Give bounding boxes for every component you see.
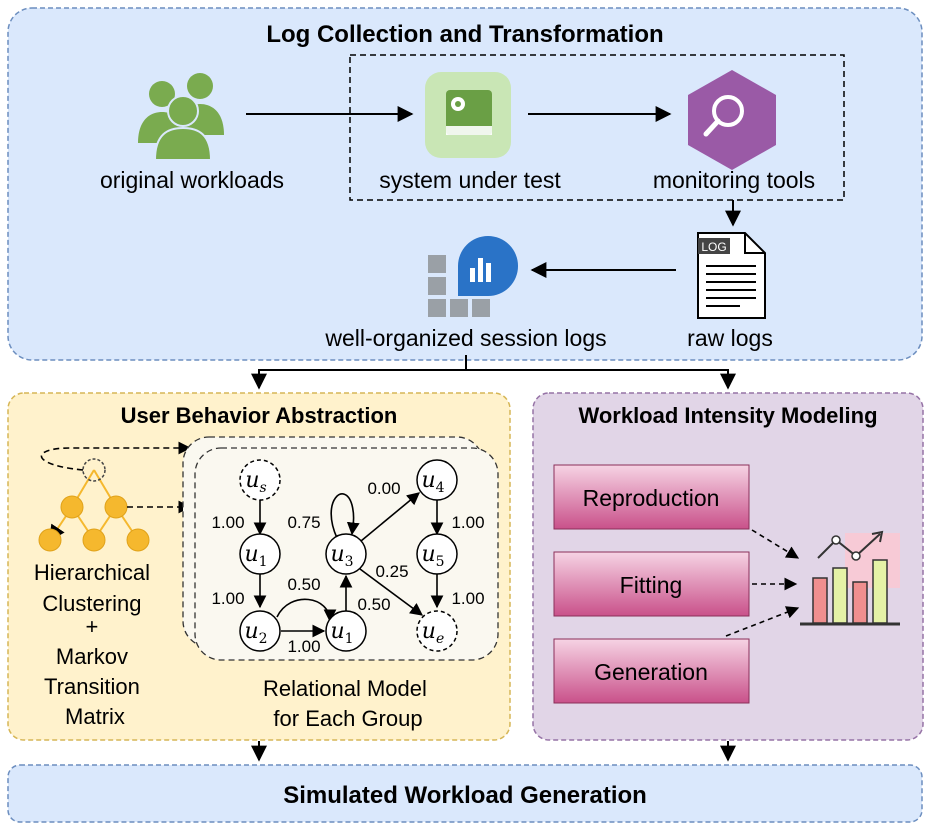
weight-u4-u5: 1.00 [451,513,484,532]
arrow-split-right [466,369,736,390]
session-logs-icon [428,235,519,317]
node-u1-second: u1 [325,610,367,652]
svg-text:us: us [245,468,266,496]
node-u3: u3 [325,533,367,575]
monitoring-tools-label: monitoring tools [653,167,815,193]
raw-logs-badge: LOG [701,240,726,254]
edge-u3-u4 [360,492,420,542]
arrow-split [251,355,467,390]
raw-logs-label: raw logs [687,325,773,351]
node-u1: u1 [239,533,281,575]
relational-caption: Relational Model for Each Group [263,676,433,731]
tree-to-model-arrow-top [40,441,192,471]
user-behavior-title: User Behavior Abstraction [121,403,398,428]
raw-logs-icon: LOG [697,232,766,319]
system-under-test-icon [425,72,511,158]
weight-us-u1: 1.00 [211,513,244,532]
svg-text:ue: ue [422,619,444,647]
node-u5: u5 [416,533,458,575]
svg-text:Reproduction: Reproduction [583,485,720,511]
generation-box: Generation [553,638,750,704]
simulated-title: Simulated Workload Generation [283,782,647,809]
workload-intensity-title: Workload Intensity Modeling [578,403,877,428]
simulated-panel [7,764,923,823]
system-under-test-label: system under test [379,167,561,193]
weight-u5-ue: 1.00 [451,589,484,608]
svg-text:u4: u4 [421,468,444,496]
edge-u3-ue [359,568,424,616]
node-u2: u2 [239,610,281,652]
people-icon [138,73,224,161]
fitting-box: Fitting [553,551,750,617]
method-label: Hierarchical Clustering + Markov Transit… [34,560,156,729]
edge-u2-u1 [276,598,337,623]
arrow-generation-to-chart [725,606,800,637]
svg-text:u2: u2 [244,619,267,647]
svg-text:Generation: Generation [594,659,708,685]
weight-u3-ue: 0.25 [375,562,408,581]
weight-u1-u2: 1.00 [211,589,244,608]
system-group-box [349,54,845,201]
log-collection-title: Log Collection and Transformation [266,21,663,48]
analytics-chart-icon [800,530,900,626]
svg-text:u1: u1 [330,619,353,647]
edge-u3-self [330,493,360,539]
monitoring-tools-icon [688,70,776,170]
node-u4: u4 [416,459,458,501]
svg-text:u1: u1 [244,542,267,570]
weight-u2-u1b: 1.00 [287,637,320,656]
node-ue: ue [416,610,458,652]
original-workloads-label: original workloads [100,167,284,193]
svg-text:u3: u3 [330,542,353,570]
cluster-tree-icon [38,458,150,552]
node-us: us [239,459,281,501]
weight-u3-self: 0.75 [287,513,320,532]
session-logs-label: well-organized session logs [324,325,606,351]
weight-u3-u4: 0.00 [367,479,400,498]
weight-u2-u1: 0.50 [287,575,320,594]
weight-u1b-u3: 0.50 [357,595,390,614]
reproduction-box: Reproduction [553,464,750,530]
svg-text:Fitting: Fitting [620,572,683,598]
svg-text:u5: u5 [421,542,444,570]
